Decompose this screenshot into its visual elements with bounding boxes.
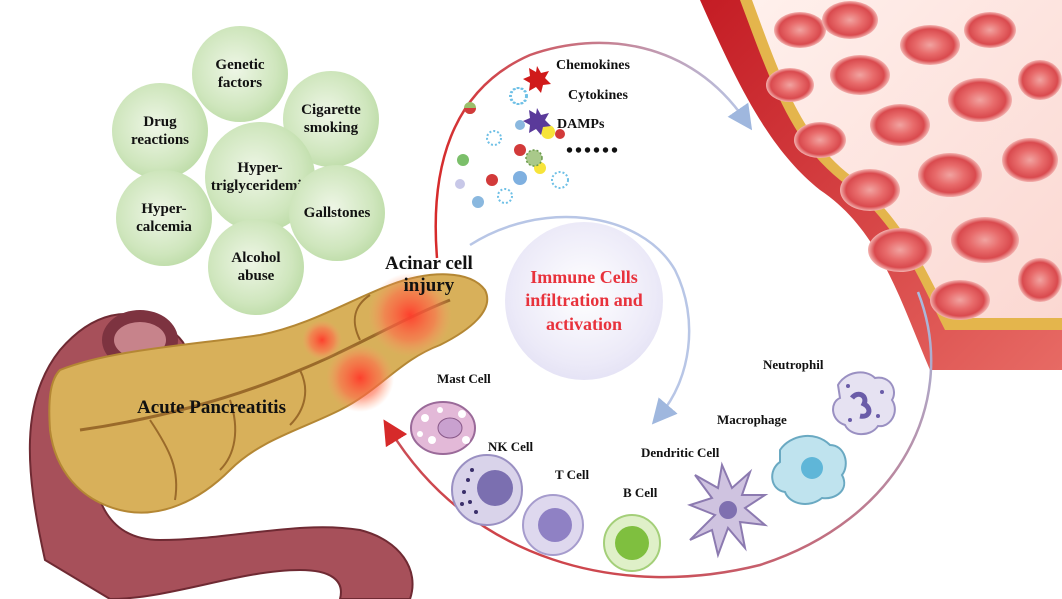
nk-cell-icon xyxy=(451,454,523,526)
t-cell-label: T Cell xyxy=(555,467,590,482)
acute-pancreatitis-label: Acute Pancreatitis xyxy=(137,397,286,418)
neutrophil-icon xyxy=(832,371,896,436)
t-cell-icon xyxy=(522,494,584,556)
risk-alcohol: Alcohol abuse xyxy=(208,219,304,315)
mast-cell-label: Mast Cell xyxy=(437,371,491,386)
b-cell-label: B Cell xyxy=(623,485,658,500)
risk-genetic: Genetic factors xyxy=(192,26,288,122)
immune-infiltration-label: Immune Cells infiltration and activation xyxy=(525,266,643,334)
dendritic-cell-icon xyxy=(687,461,769,559)
damps-marker xyxy=(523,108,551,135)
chemokines-marker xyxy=(523,66,551,93)
immune-infiltration-hub: Immune Cells infiltration and activation xyxy=(505,222,663,380)
pancreas xyxy=(48,273,489,514)
risk-cigarette: Cigarette smoking xyxy=(283,71,379,167)
dendritic-cell-label: Dendritic Cell xyxy=(641,445,720,460)
cytokines-label: Cytokines xyxy=(568,88,628,103)
risk-gallstones-label: Gallstones xyxy=(303,205,371,221)
risk-drug: Drug reactions xyxy=(112,83,208,179)
damps-label: DAMPs xyxy=(557,117,605,132)
risk-gallstones: Gallstones xyxy=(289,165,385,261)
red-blood-cells xyxy=(766,1,1062,320)
mediator-flow-arrow xyxy=(434,41,753,259)
risk-hypercalcemia: Hyper- calcemia xyxy=(116,170,212,266)
b-cell-icon xyxy=(603,514,661,572)
ellipsis: •••••• xyxy=(566,140,621,162)
risk-hypertrig-label: Hyper- triglyceridemia xyxy=(210,160,310,194)
macrophage-icon xyxy=(771,434,847,505)
risk-drug-label: Drug reactions xyxy=(130,114,190,148)
neutrophil-label: Neutrophil xyxy=(763,357,824,372)
infiltration-arrow xyxy=(469,215,691,425)
risk-alcohol-label: Alcohol abuse xyxy=(231,250,281,284)
risk-cigarette-label: Cigarette smoking xyxy=(301,102,361,136)
mast-cell-icon xyxy=(410,401,476,455)
macrophage-label: Macrophage xyxy=(717,412,787,427)
cytokines-marker xyxy=(510,87,528,105)
risk-genetic-label: Genetic factors xyxy=(215,57,265,91)
nk-cell-label: NK Cell xyxy=(488,439,534,454)
chemokines-label: Chemokines xyxy=(556,58,630,73)
blood-vessel xyxy=(700,0,1062,370)
risk-hypercalcemia-label: Hyper- calcemia xyxy=(136,201,192,235)
mediator-particles xyxy=(455,87,569,208)
acinar-cell-injury-label: Acinar cell injury xyxy=(385,253,473,296)
